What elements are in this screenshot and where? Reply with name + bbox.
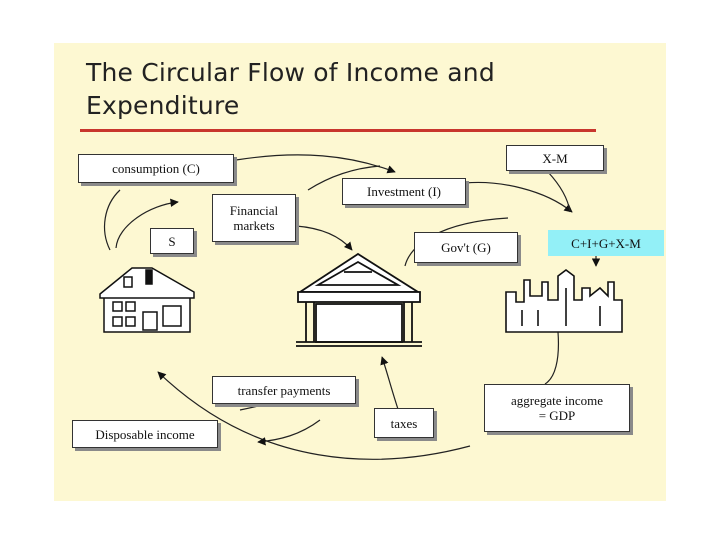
aggregate-income-label-line-2: = GDP — [511, 408, 603, 423]
disposable-income-arrow — [258, 420, 320, 442]
consumption-box: consumption (C) — [78, 154, 234, 183]
net-exports-box: X-M — [506, 145, 604, 171]
city-skyline-icon — [506, 270, 622, 332]
net-exports-label: X-M — [542, 151, 567, 166]
taxes-label: taxes — [391, 416, 418, 431]
investment-box: Investment (I) — [342, 178, 466, 205]
investment-label: Investment (I) — [367, 184, 441, 199]
financial-markets-to-government-arrow — [296, 226, 352, 250]
savings-label: S — [168, 234, 175, 249]
transfer-payments-label: transfer payments — [238, 383, 331, 398]
financial-markets-label-line-1: Financial — [230, 203, 278, 218]
consumption-flow-arrow — [236, 155, 395, 172]
disposable-income-label: Disposable income — [95, 427, 194, 442]
investment-to-expenditure-arrow — [465, 182, 572, 212]
aggregate-income-box: aggregate income = GDP — [484, 384, 630, 432]
government-building-icon — [296, 254, 422, 346]
taxes-box: taxes — [374, 408, 434, 438]
disposable-income-box: Disposable income — [72, 420, 218, 448]
house-icon — [100, 268, 194, 332]
total-expenditure-box: C+I+G+X-M — [548, 230, 664, 256]
net-exports-arrow — [548, 172, 570, 212]
financial-markets-label-line-2: markets — [230, 218, 278, 233]
transfer-payments-box: transfer payments — [212, 376, 356, 404]
income-flow-arrow — [545, 332, 558, 384]
savings-box: S — [150, 228, 194, 254]
consumption-label: consumption (C) — [112, 161, 200, 176]
taxes-arrow — [382, 357, 400, 415]
government-label: Gov't (G) — [441, 240, 491, 255]
government-box: Gov't (G) — [414, 232, 518, 263]
total-expenditure-label: C+I+G+X-M — [571, 236, 641, 251]
aggregate-income-label-line-1: aggregate income — [511, 393, 603, 408]
financial-markets-box: Financial markets — [212, 194, 296, 242]
